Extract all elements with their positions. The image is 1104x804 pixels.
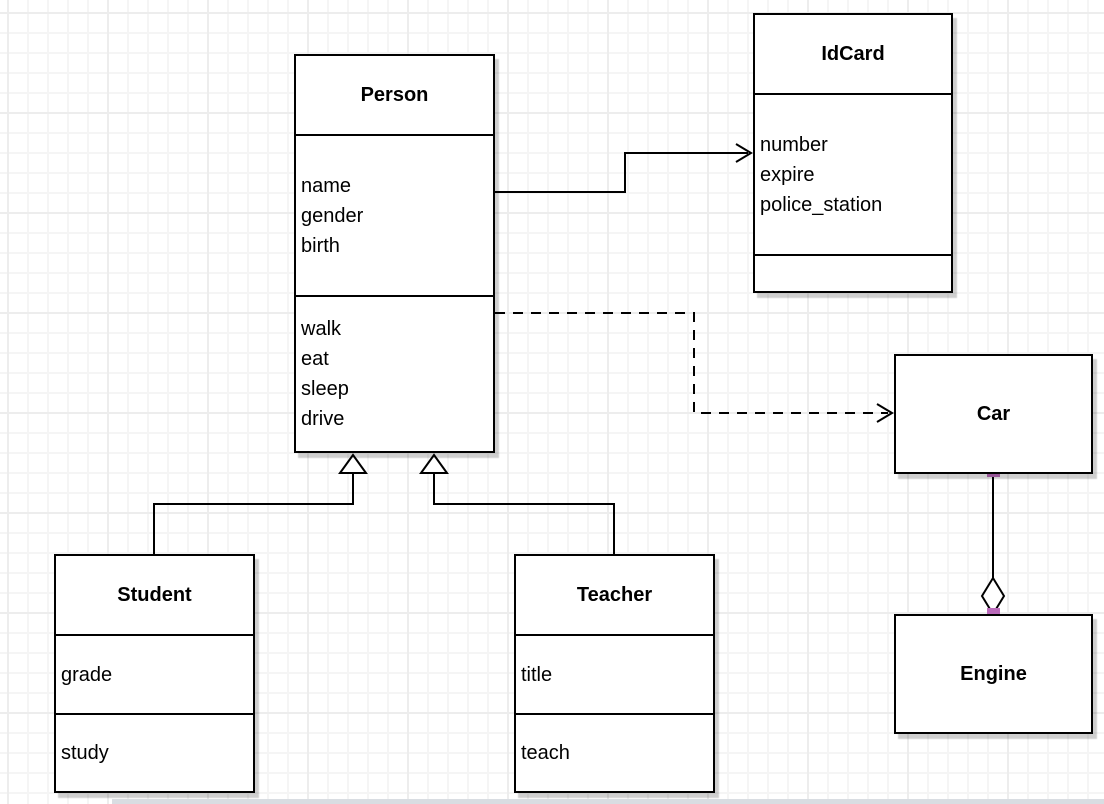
hollow-triangle-arrowhead-icon: [338, 453, 368, 474]
attribute-line: expire: [760, 163, 815, 186]
attribute-line: police_station: [760, 193, 883, 216]
class-box-car[interactable]: Car: [894, 354, 1093, 474]
attribute-line: title: [521, 663, 553, 686]
open-arrowhead-icon: [876, 403, 894, 423]
attributes-section-student: grade: [56, 634, 253, 713]
attribute-line: number: [760, 133, 828, 156]
edge-teacher-person[interactable]: [433, 472, 615, 554]
edge-person-car[interactable]: [495, 312, 888, 414]
method-line: eat: [301, 348, 329, 370]
class-box-teacher[interactable]: Teacher title teach: [514, 554, 715, 793]
class-box-student[interactable]: Student grade study: [54, 554, 255, 793]
class-box-person[interactable]: Person name gender birth walk eat sleep …: [294, 54, 495, 453]
edge-person-idcard[interactable]: [495, 152, 748, 193]
class-title-car: Car: [976, 402, 1011, 425]
method-line: drive: [301, 408, 345, 430]
class-title-idcard: IdCard: [821, 42, 885, 65]
class-box-engine[interactable]: Engine: [894, 614, 1093, 734]
attributes-section-person: name gender birth: [296, 134, 493, 295]
method-line: walk: [301, 318, 342, 340]
open-arrowhead-icon: [735, 143, 753, 163]
methods-section-teacher: teach: [516, 713, 713, 791]
edge-student-person[interactable]: [153, 472, 354, 554]
attribute-line: name: [301, 174, 352, 197]
method-line: sleep: [301, 378, 349, 400]
attribute-line: gender: [301, 204, 364, 227]
methods-section-idcard: [755, 254, 951, 291]
page-boundary-strip: [112, 799, 1104, 804]
class-title-student: Student: [117, 583, 192, 606]
method-line: study: [61, 742, 109, 764]
class-title-teacher: Teacher: [576, 583, 653, 606]
attributes-section-teacher: title: [516, 634, 713, 713]
class-box-idcard[interactable]: IdCard number expire police_station: [753, 13, 953, 293]
methods-section-student: study: [56, 713, 253, 791]
attributes-section-idcard: number expire police_station: [755, 93, 951, 254]
class-title-person: Person: [360, 83, 429, 106]
attribute-line: grade: [61, 663, 113, 686]
method-line: teach: [521, 742, 570, 764]
attribute-line: birth: [301, 234, 340, 257]
methods-section-person: walk eat sleep drive: [296, 295, 493, 451]
hollow-triangle-arrowhead-icon: [419, 453, 449, 474]
class-title-engine: Engine: [960, 662, 1027, 685]
